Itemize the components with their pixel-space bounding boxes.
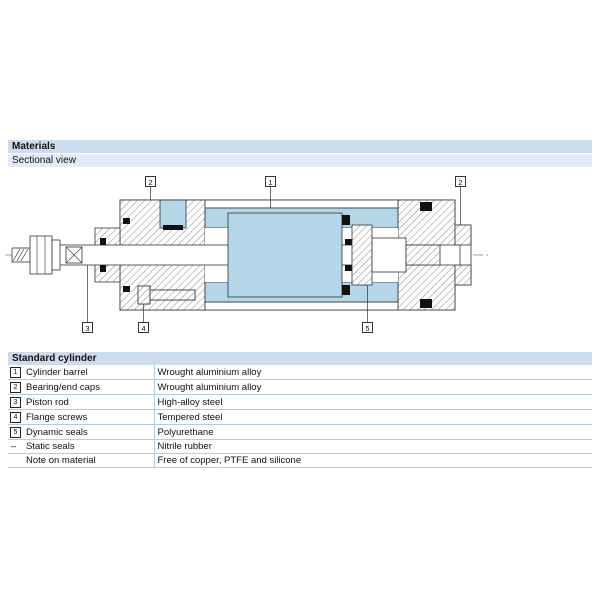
table-row: 2 Bearing/end caps Wrought aluminium all… bbox=[8, 379, 592, 395]
rod-nut bbox=[29, 235, 53, 275]
table-row: 4 Flange screws Tempered steel bbox=[8, 409, 592, 425]
end-cap-seal-bottom bbox=[420, 299, 432, 308]
materials-table: 1 Cylinder barrel Wrought aluminium allo… bbox=[8, 365, 592, 468]
rod-end-hardware bbox=[11, 235, 83, 275]
part-name: Dynamic seals bbox=[23, 424, 154, 440]
callout-3: 3 bbox=[82, 322, 93, 333]
table-row: 5 Dynamic seals Polyurethane bbox=[8, 424, 592, 440]
sectional-view-bar: Sectional view bbox=[8, 154, 592, 167]
table-row: 3 Piston rod High-alloy steel bbox=[8, 394, 592, 410]
seals bbox=[100, 202, 432, 308]
callout-2-right: 2 bbox=[455, 176, 466, 187]
callout-4: 4 bbox=[138, 322, 149, 333]
material-value: Free of copper, PTFE and silicone bbox=[153, 453, 592, 468]
material-value: Polyurethane bbox=[153, 424, 592, 440]
material-value: Tempered steel bbox=[153, 409, 592, 425]
piston-seal-top bbox=[342, 215, 350, 225]
piston bbox=[227, 212, 373, 298]
part-name: Cylinder barrel bbox=[23, 365, 154, 380]
ref-box: 5 bbox=[10, 427, 21, 438]
part-name: Note on material bbox=[23, 453, 154, 468]
static-seal-top bbox=[123, 218, 130, 224]
callout-2-left: 2 bbox=[145, 176, 156, 187]
callout-1: 1 bbox=[265, 176, 276, 187]
material-value: Nitrile rubber bbox=[153, 439, 592, 454]
material-value: Wrought aluminium alloy bbox=[153, 365, 592, 380]
materials-header-bar: Materials bbox=[8, 140, 592, 153]
rod-coupling bbox=[371, 237, 441, 273]
leader-lines bbox=[87, 187, 461, 322]
material-value: High-alloy steel bbox=[153, 394, 592, 410]
bearing-insert bbox=[159, 199, 187, 230]
rod-seal-bottom bbox=[100, 265, 106, 272]
table-header-bar: Standard cylinder bbox=[8, 352, 592, 365]
table-row: 1 Cylinder barrel Wrought aluminium allo… bbox=[8, 365, 592, 380]
end-cap-seal-top bbox=[420, 202, 432, 211]
static-seal-bottom bbox=[123, 286, 130, 292]
sectional-view-diagram: 2 1 2 3 4 5 bbox=[0, 168, 600, 346]
part-name: Piston rod bbox=[23, 394, 154, 410]
ref-box: 2 bbox=[10, 382, 21, 393]
table-header-label: Standard cylinder bbox=[12, 353, 97, 364]
sectional-view-label: Sectional view bbox=[12, 155, 76, 166]
part-name: Bearing/end caps bbox=[23, 379, 154, 395]
piston-seal-bottom bbox=[342, 285, 350, 295]
cylinder-sectional-drawing bbox=[5, 187, 488, 322]
part-name: Flange screws bbox=[23, 409, 154, 425]
flange-screw bbox=[137, 285, 196, 305]
part-name: Static seals bbox=[23, 439, 154, 454]
materials-header-label: Materials bbox=[12, 141, 56, 152]
seal-retainer bbox=[351, 224, 373, 286]
ref-box: 4 bbox=[10, 412, 21, 423]
material-value: Wrought aluminium alloy bbox=[153, 379, 592, 395]
ref-box: 3 bbox=[10, 397, 21, 408]
callout-5: 5 bbox=[362, 322, 373, 333]
table-row: – Static seals Nitrile rubber bbox=[8, 439, 592, 454]
ref-box: 1 bbox=[10, 367, 21, 378]
ref-dash: – bbox=[11, 441, 17, 451]
rod-seal-top bbox=[100, 238, 106, 245]
table-row: Note on material Free of copper, PTFE an… bbox=[8, 453, 592, 468]
